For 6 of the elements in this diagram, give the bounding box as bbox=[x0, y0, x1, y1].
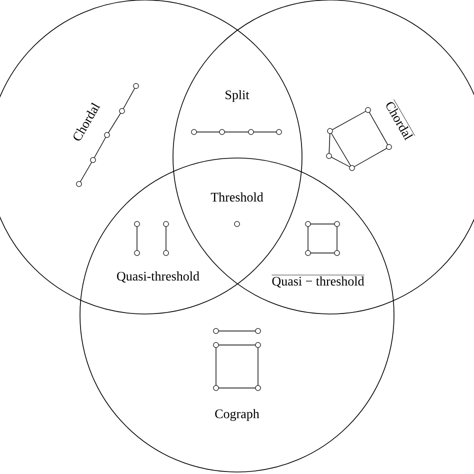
region-label: Threshold bbox=[210, 192, 264, 202]
set-circle bbox=[80, 158, 394, 472]
region-label: Cograph bbox=[215, 409, 260, 421]
region-label: Quasi-threshold bbox=[117, 271, 200, 283]
region-label: Quasi − threshold bbox=[272, 274, 364, 288]
region-label: Split bbox=[226, 90, 250, 102]
